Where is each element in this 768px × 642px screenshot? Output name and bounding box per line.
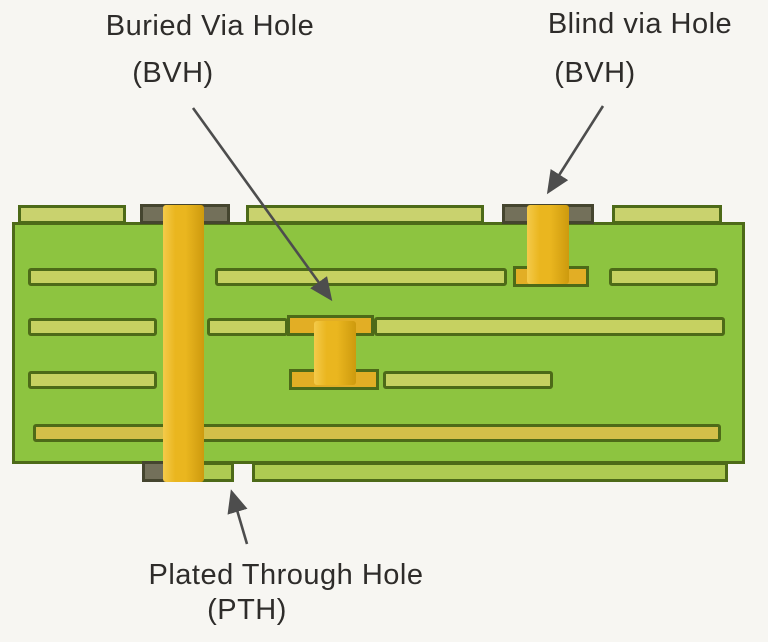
pth-abbr: (PTH) xyxy=(207,594,287,626)
blind-via-abbr: (BVH) xyxy=(554,57,636,89)
pth-label: Plated Through Hole xyxy=(148,559,424,591)
top-pad-right xyxy=(612,205,722,224)
inner-trace-layer1-middle xyxy=(215,268,507,286)
top-pad-left xyxy=(18,205,126,224)
inner-trace-layer1-right xyxy=(609,268,718,286)
inner-trace-layer3-left xyxy=(28,371,157,389)
blind-via xyxy=(527,205,569,284)
buried-via-label: Buried Via Hole xyxy=(105,10,315,42)
inner-trace-layer3-right xyxy=(383,371,553,389)
pth-arrow xyxy=(227,489,249,545)
inner-trace-layer2-middle xyxy=(207,318,288,336)
top-pad-center xyxy=(246,205,484,224)
bottom-pad-right xyxy=(252,462,728,482)
inner-trace-layer2-left xyxy=(28,318,157,336)
blind-via-label: Blind via Hole xyxy=(547,8,733,40)
buried-via xyxy=(314,321,356,385)
inner-trace-layer1-left xyxy=(28,268,157,286)
blind-via-arrow xyxy=(546,105,605,195)
inner-trace-layer2-right xyxy=(374,317,725,336)
inner-trace-layer4 xyxy=(33,424,721,442)
plated-through-hole-via xyxy=(163,205,204,482)
buried-via-abbr: (BVH) xyxy=(132,57,214,89)
